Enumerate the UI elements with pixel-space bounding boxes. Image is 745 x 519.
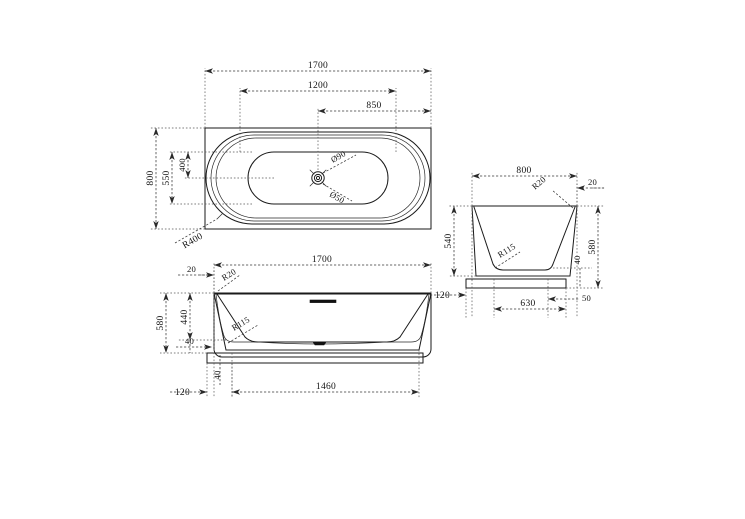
plan-dim-400: 400 [177, 158, 187, 172]
side-label-r115: R115 [496, 241, 518, 260]
plan-dim-850: 850 [366, 101, 381, 111]
front-dim-20: 20 [187, 264, 196, 274]
plan-label-d90: Ø90 [329, 148, 347, 164]
plan-view-geometry [204, 127, 432, 230]
plan-dim-800: 800 [146, 170, 156, 185]
front-dim-440: 440 [180, 309, 190, 324]
plan-dim-1700: 1700 [308, 61, 328, 71]
side-elevation-dimensions: 800 20 R20 540 580 40 R115 [430, 166, 606, 318]
front-label-r20: R20 [220, 266, 238, 282]
front-dim-1700: 1700 [312, 255, 332, 265]
front-dim-40-left: 40 [185, 336, 194, 346]
front-drain-mark [312, 341, 327, 346]
front-dim-580: 580 [156, 315, 166, 330]
plan-dim-1200: 1200 [308, 81, 328, 91]
plan-dim-550: 550 [162, 170, 172, 185]
front-dim-1460: 1460 [316, 382, 336, 392]
front-elevation-dimensions: 1700 20 R20 580 440 40 R115 [156, 255, 432, 398]
side-elevation-geometry [465, 205, 578, 289]
side-label-r20: R20 [530, 174, 548, 191]
plan-view-dimensions: 1700 1200 850 800 550 400 R40 [146, 61, 432, 251]
front-dim-120: 120 [175, 388, 190, 398]
side-dim-580: 580 [588, 239, 598, 254]
side-dim-120: 120 [435, 291, 450, 301]
side-dim-800: 800 [516, 166, 531, 176]
front-dim-40-base: 40 [212, 371, 222, 380]
side-dim-540: 540 [444, 233, 454, 248]
side-dim-20: 20 [588, 177, 597, 187]
front-elevation-geometry [206, 292, 432, 364]
side-dim-630: 630 [520, 299, 535, 309]
plan-label-d50: Ø50 [328, 189, 346, 205]
plan-label-r400: R400 [181, 231, 205, 251]
overflow-slot [309, 299, 337, 303]
side-dim-50: 50 [582, 293, 591, 303]
